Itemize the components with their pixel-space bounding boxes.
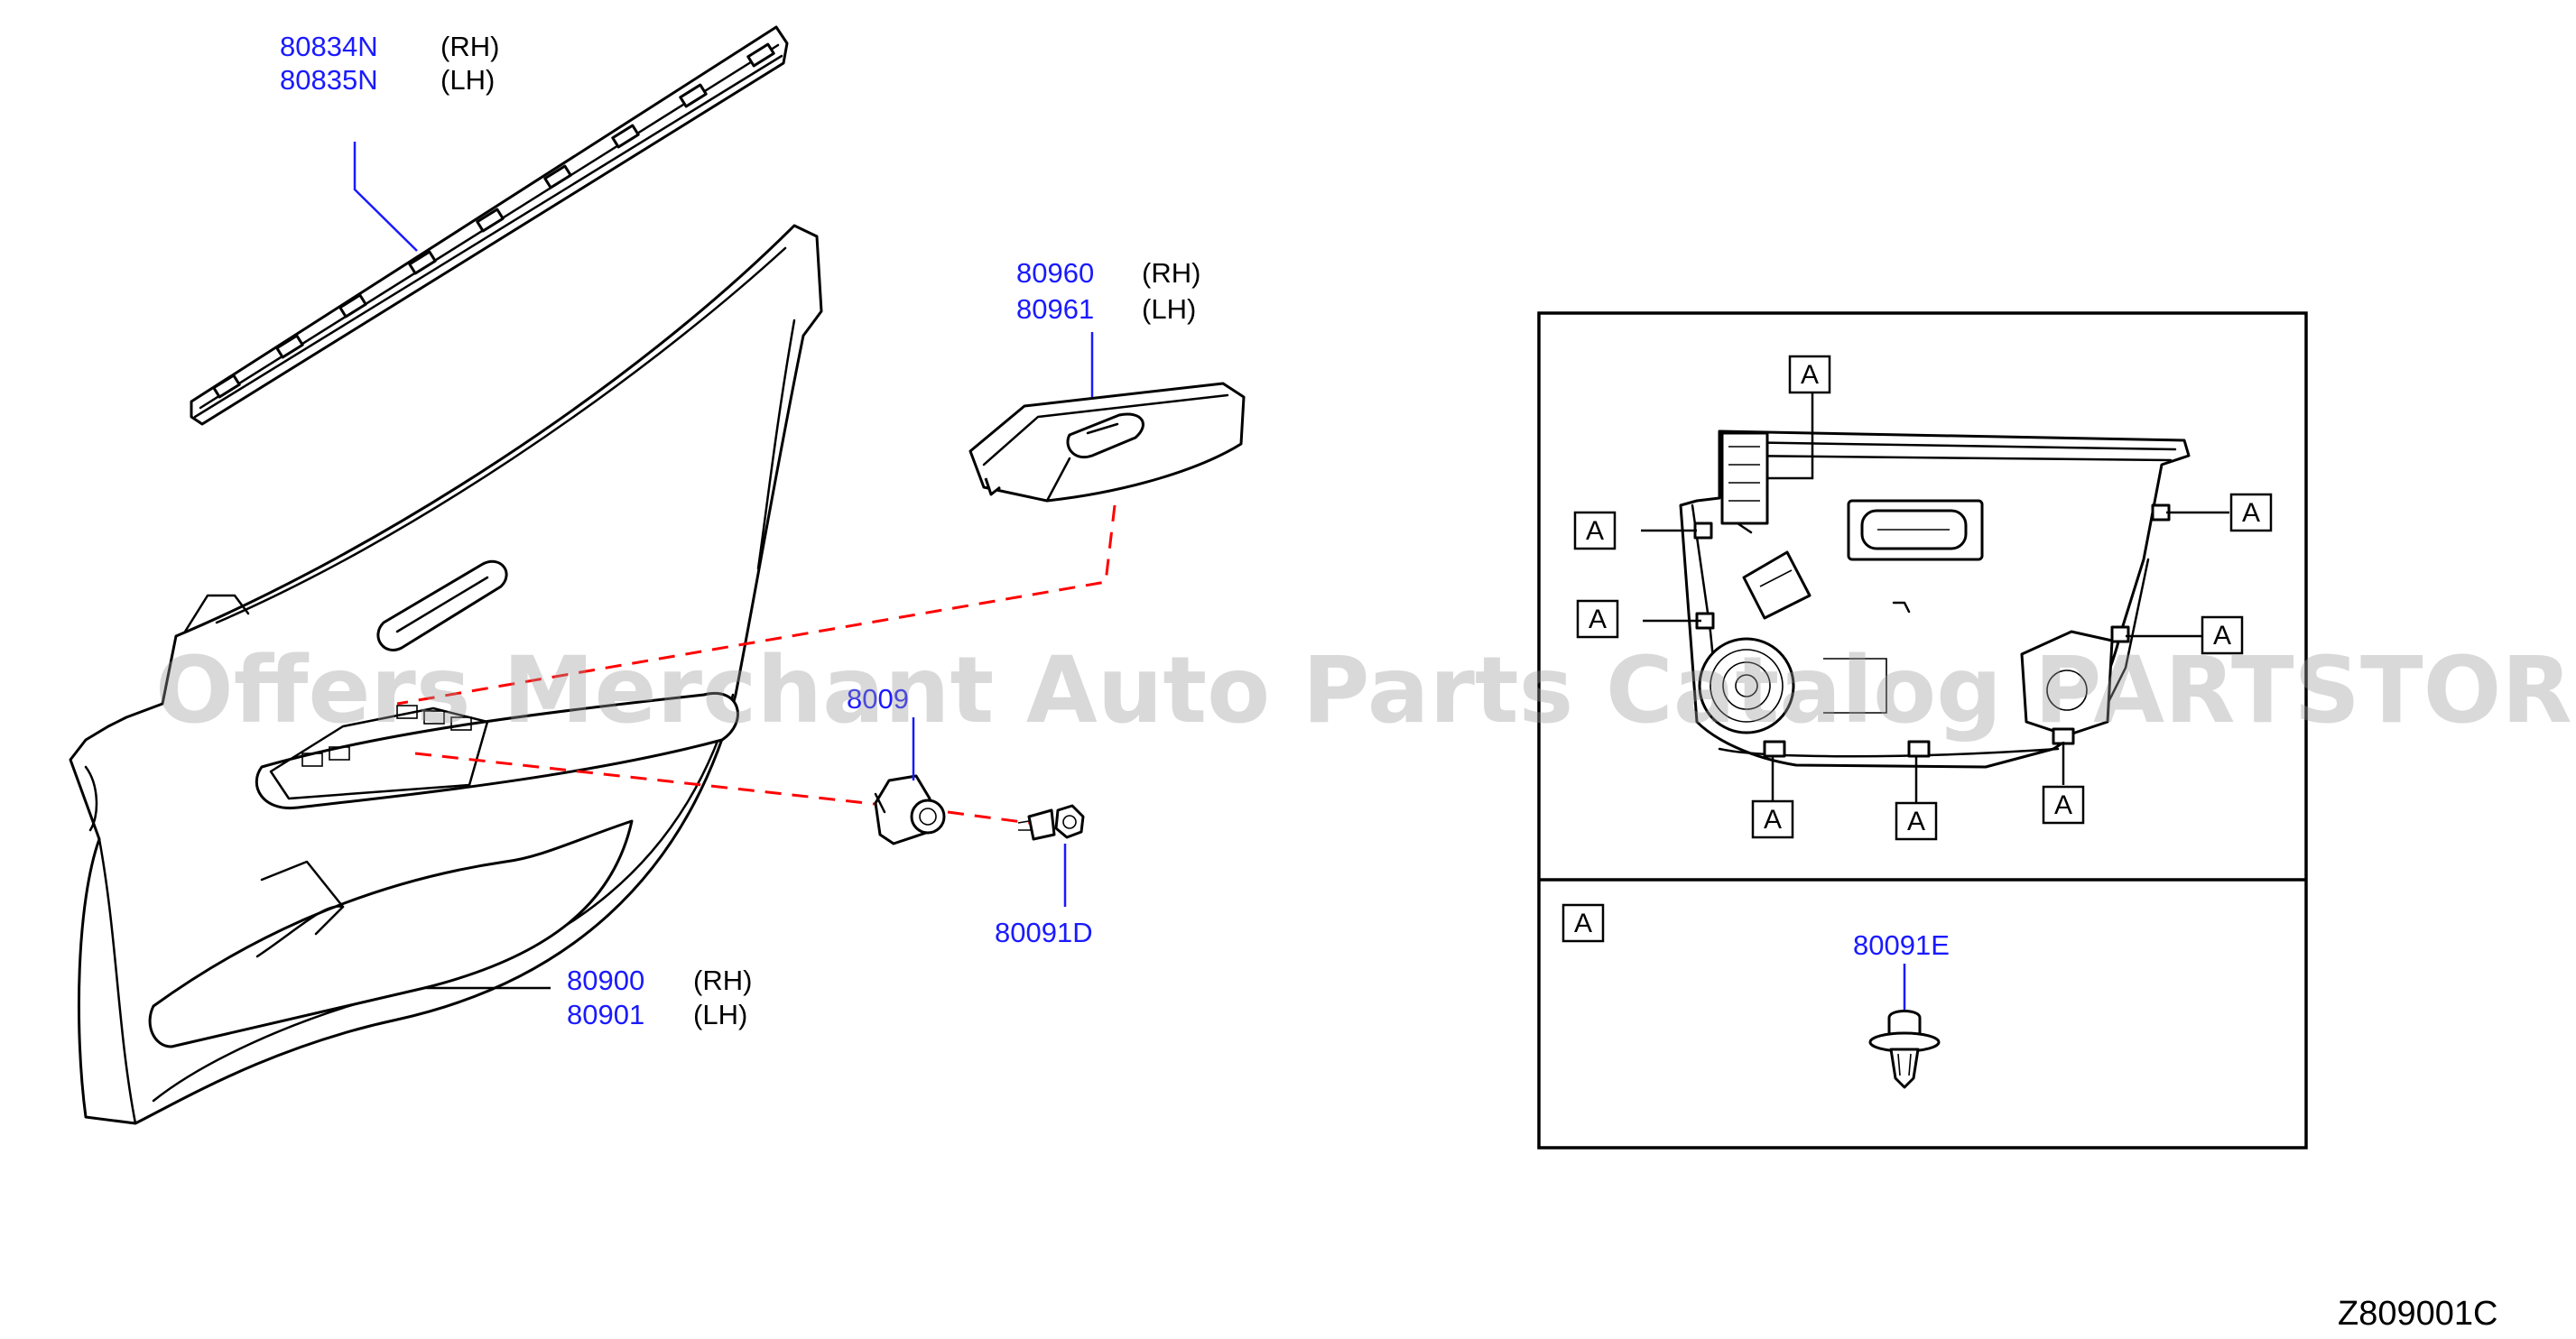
belt-moulding <box>190 25 789 426</box>
ref-box-a-4: A <box>1751 799 1794 839</box>
ref-box-a-1: A <box>1788 355 1831 394</box>
assembly-line-clip <box>414 752 908 809</box>
power-window-switch-finisher <box>968 382 1246 503</box>
trim-clip <box>874 774 946 845</box>
ref-box-a-3: A <box>1576 599 1619 639</box>
moulding-lh-part-number[interactable]: 80835N <box>280 64 378 96</box>
door-trim-rh-label: (RH) <box>693 965 752 996</box>
switch-finisher-lh-part-number[interactable]: 80961 <box>1016 293 1094 325</box>
switch-finisher-lh-label: (LH) <box>1142 293 1196 325</box>
ref-letter: A <box>1589 605 1607 634</box>
moulding-lh-label: (LH) <box>440 64 495 96</box>
ref-box-a-2: A <box>1573 511 1617 550</box>
ref-letter: A <box>1764 805 1782 835</box>
door-trim-rh-part-number[interactable]: 80900 <box>567 965 644 996</box>
ref-letter: A <box>2242 498 2260 528</box>
ref-letter: A <box>1586 516 1604 546</box>
ref-letter: A <box>1801 360 1819 390</box>
ref-box-a-5: A <box>1895 801 1938 841</box>
detail-clip-part-number[interactable]: 80091E <box>1853 929 1950 961</box>
door-trim-panel <box>69 224 823 1125</box>
ref-letter: A <box>2213 621 2231 651</box>
push-clip <box>1868 1010 1941 1089</box>
moulding-rh-part-number[interactable]: 80834N <box>280 31 378 62</box>
moulding-clips <box>212 42 775 399</box>
screw <box>1017 804 1085 841</box>
watermark: Offers Merchant Auto Parts Catalog PARTS… <box>155 637 2576 744</box>
ref-box-a-6: A <box>2042 785 2085 825</box>
moulding-rh-label: (RH) <box>440 31 499 62</box>
assembly-line-screw <box>947 810 1030 825</box>
detail-view-frame <box>1537 311 2308 1150</box>
ref-leaders <box>1641 392 2229 808</box>
detail-legend-box: A <box>1561 903 1605 943</box>
ref-box-a-7: A <box>2229 493 2273 532</box>
ref-letter: A <box>1907 807 1925 836</box>
door-trim-rear-view <box>1679 429 2191 769</box>
switch-cavity-buttons <box>301 705 472 767</box>
switch-finisher-rh-label: (RH) <box>1142 257 1200 289</box>
clip-part-number[interactable]: 8009 <box>847 683 909 715</box>
screw-part-number[interactable]: 80091D <box>995 917 1093 948</box>
ref-letter: A <box>2054 790 2072 820</box>
detail-legend-letter: A <box>1574 909 1592 938</box>
switch-finisher-rh-part-number[interactable]: 80960 <box>1016 257 1094 289</box>
diagram-code: Z809001C <box>2338 1295 2497 1333</box>
door-trim-lh-label: (LH) <box>693 999 747 1030</box>
door-trim-lh-part-number[interactable]: 80901 <box>567 999 644 1030</box>
ref-box-a-8: A <box>2201 615 2244 655</box>
assembly-line-finisher <box>396 504 1117 706</box>
